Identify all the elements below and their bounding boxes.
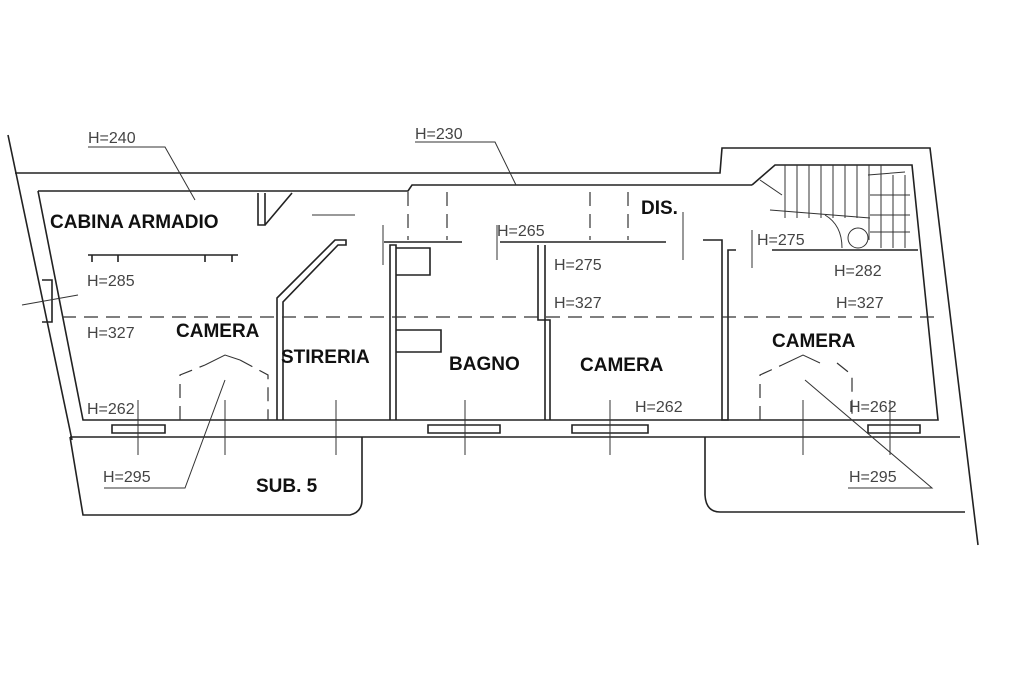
height-label: H=262 <box>849 399 897 416</box>
room-label-sub: SUB. 5 <box>256 476 318 497</box>
room-label-dis: DIS. <box>641 198 678 219</box>
balconies <box>69 436 965 516</box>
room-label-stireria: STIRERIA <box>281 347 370 368</box>
room-label-camera-middle: CAMERA <box>580 355 664 376</box>
height-label: H=327 <box>87 325 135 342</box>
height-label: H=275 <box>554 257 602 274</box>
height-label: H=282 <box>834 263 882 280</box>
windows-doors <box>21 212 921 455</box>
height-label: H=230 <box>415 126 463 143</box>
dashed-lines <box>62 192 935 420</box>
interior-walls <box>88 192 918 421</box>
height-label: H=327 <box>836 295 884 312</box>
room-label-bagno: BAGNO <box>449 354 520 375</box>
height-label: H=285 <box>87 273 135 290</box>
outer-walls <box>7 134 979 546</box>
height-label: H=265 <box>497 223 545 240</box>
height-label: H=262 <box>87 401 135 418</box>
height-label: H=275 <box>757 232 805 249</box>
leader-lines <box>88 141 934 489</box>
height-label: H=262 <box>635 399 683 416</box>
height-label: H=327 <box>554 295 602 312</box>
height-label: H=240 <box>88 130 136 147</box>
room-label-camera-right: CAMERA <box>772 331 856 352</box>
room-label-camera-left: CAMERA <box>176 321 260 342</box>
height-label: H=295 <box>103 469 151 486</box>
room-label-cabina-armadio: CABINA ARMADIO <box>50 212 219 233</box>
height-label: H=295 <box>849 469 897 486</box>
stairs <box>759 165 910 249</box>
